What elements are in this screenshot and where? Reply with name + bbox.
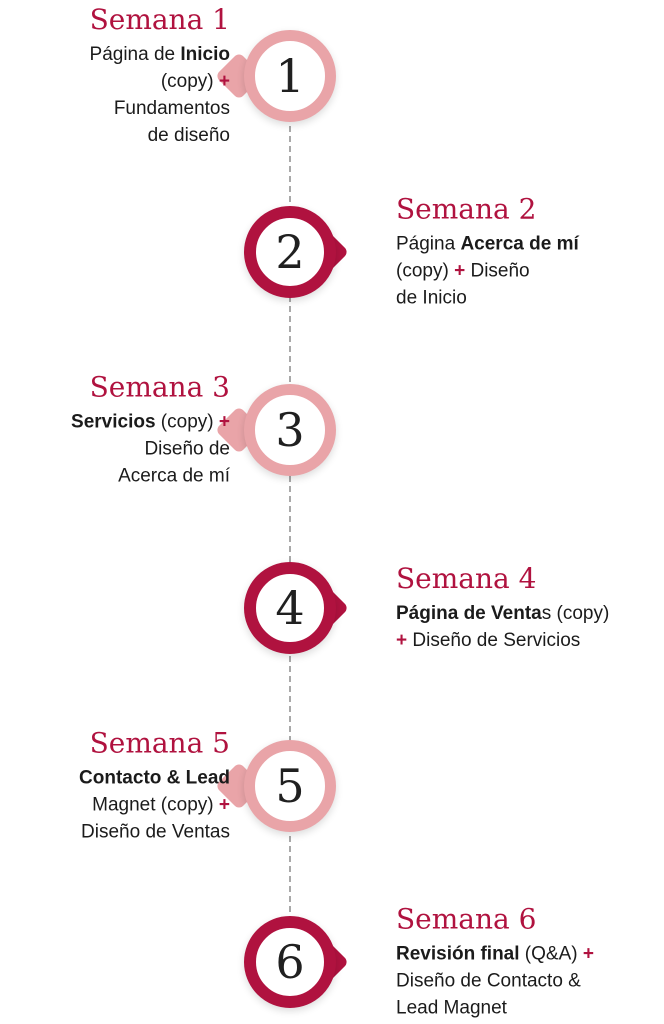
plus-accent-text: + bbox=[218, 411, 230, 433]
text-segment: Diseño de Contacto & bbox=[396, 970, 581, 992]
step-description-line: (copy) + Diseño bbox=[396, 259, 664, 286]
plus-accent-text: + bbox=[218, 794, 230, 816]
text-segment: Acerca de mí bbox=[460, 233, 579, 255]
text-segment: (copy) bbox=[155, 411, 219, 433]
step-description-line: (copy) + bbox=[0, 69, 230, 96]
step-text-block: Semana 4 Página de Ventas (copy)+ Diseño… bbox=[396, 561, 664, 655]
step-description-line: Diseño de Contacto & bbox=[396, 969, 664, 996]
step-text-block: Semana 2 Página Acerca de mí(copy) + Dis… bbox=[396, 192, 664, 313]
step-description-line: Página Acerca de mí bbox=[396, 232, 664, 259]
text-segment: Acerca de mí bbox=[118, 465, 230, 487]
text-segment: Contacto & Lead bbox=[79, 767, 230, 789]
text-segment: (copy) bbox=[396, 260, 455, 282]
step-description: Página de Ventas (copy)+ Diseño de Servi… bbox=[396, 601, 664, 655]
step-text-block: Semana 6 Revisión final (Q&A) +Diseño de… bbox=[396, 902, 664, 1023]
step-description-line: de Inicio bbox=[396, 285, 664, 312]
step-description-line: de diseño bbox=[0, 123, 230, 150]
text-segment: s (copy) bbox=[541, 603, 610, 625]
step-week-title: Semana 4 bbox=[396, 562, 537, 596]
plus-accent-text: + bbox=[396, 630, 408, 651]
step-number: 6 bbox=[275, 935, 305, 989]
text-segment: Fundamentos bbox=[113, 98, 230, 119]
step-description: Revisión final (Q&A) +Diseño de Contacto… bbox=[396, 942, 664, 1023]
step-description-line: Magnet (copy) + bbox=[0, 793, 230, 820]
step-number-circle: 6 bbox=[244, 916, 336, 1008]
step-description-line: Fundamentos bbox=[0, 96, 230, 123]
text-segment: Diseño de Servicios bbox=[407, 630, 581, 651]
timeline-connector-dashed-line bbox=[289, 76, 291, 962]
step-number: 1 bbox=[275, 49, 305, 103]
step-description-line: Contacto & Lead bbox=[0, 766, 230, 793]
step-description-line: Página de Inicio bbox=[0, 42, 230, 69]
text-segment: Diseño bbox=[465, 260, 530, 282]
step-number: 5 bbox=[275, 759, 305, 813]
step-week-title: Semana 3 bbox=[89, 370, 230, 404]
step-number-circle: 4 bbox=[244, 562, 336, 654]
text-segment: Servicios bbox=[71, 411, 156, 433]
plus-accent-text: + bbox=[218, 71, 230, 93]
step-description-line: Servicios (copy) + bbox=[0, 410, 230, 437]
text-segment: (Q&A) bbox=[519, 943, 583, 965]
plus-accent-text: + bbox=[582, 943, 594, 965]
step-week-title: Semana 2 bbox=[396, 192, 537, 226]
step-number: 2 bbox=[275, 225, 305, 279]
text-segment: (copy) bbox=[160, 71, 219, 93]
step-description-line: Diseño de Ventas bbox=[0, 819, 230, 846]
text-segment: Diseño de Ventas bbox=[81, 821, 230, 843]
text-segment: Inicio bbox=[180, 44, 230, 66]
text-segment: de diseño bbox=[147, 124, 230, 146]
step-number-circle: 3 bbox=[244, 384, 336, 476]
text-segment: Lead Magnet bbox=[396, 997, 507, 1019]
step-description-line: Revisión final (Q&A) + bbox=[396, 942, 664, 969]
step-description-line: Acerca de mí bbox=[0, 463, 230, 490]
step-number: 3 bbox=[275, 403, 305, 457]
step-number-circle: 1 bbox=[244, 30, 336, 122]
step-description-line: + Diseño de Servicios bbox=[396, 628, 664, 655]
step-number-circle: 2 bbox=[244, 206, 336, 298]
step-number: 4 bbox=[275, 581, 305, 635]
plus-accent-text: + bbox=[454, 260, 466, 282]
text-segment: Magnet (copy) bbox=[92, 794, 219, 816]
step-number-circle: 5 bbox=[244, 740, 336, 832]
text-segment: Página bbox=[396, 233, 461, 255]
text-segment: Diseño de bbox=[144, 438, 230, 460]
text-segment: Página de Venta bbox=[396, 603, 542, 625]
step-description-line: Diseño de bbox=[0, 437, 230, 464]
text-segment: Página de bbox=[89, 44, 181, 66]
step-week-title: Semana 1 bbox=[89, 3, 230, 37]
step-week-title: Semana 5 bbox=[89, 726, 230, 760]
text-segment: de Inicio bbox=[396, 287, 467, 309]
step-text-block: Semana 1 Página de Inicio(copy) +Fundame… bbox=[0, 2, 230, 150]
step-description-line: Lead Magnet bbox=[396, 995, 664, 1022]
step-week-title: Semana 6 bbox=[396, 902, 537, 936]
text-segment: Revisión final bbox=[396, 943, 520, 965]
step-description-line: Página de Ventas (copy) bbox=[396, 601, 664, 628]
